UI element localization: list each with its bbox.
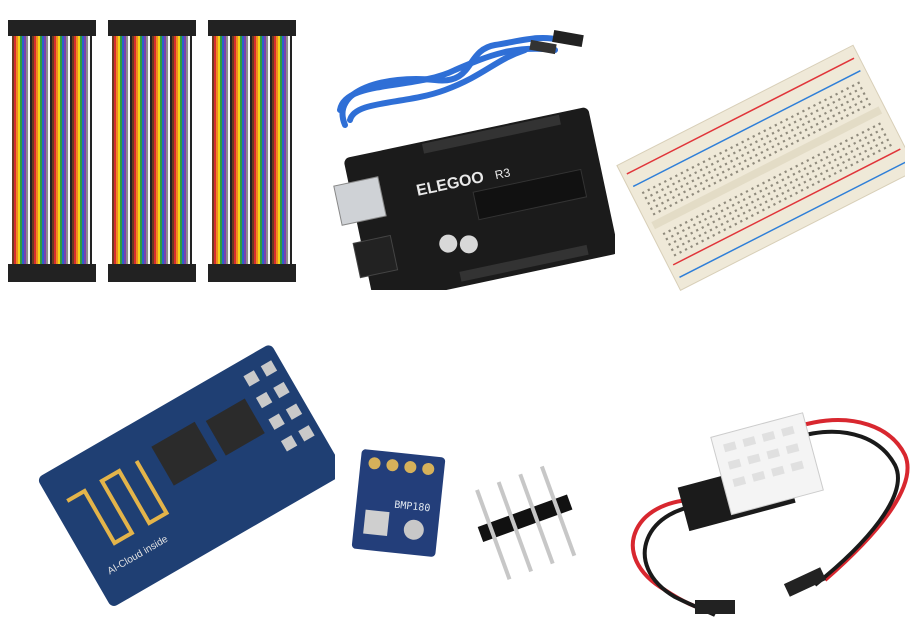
usb-cable xyxy=(337,34,563,128)
arduino-model-text: R3 xyxy=(494,165,512,182)
header-pin-strip xyxy=(470,465,585,585)
bmp180-label: BMP180 xyxy=(394,500,431,515)
arduino-uno-board: ELEGOO R3 xyxy=(325,20,615,290)
esp8266-wifi-module: AI-Cloud inside xyxy=(35,345,335,610)
breadboard xyxy=(615,20,905,300)
jumper-wire-bundles xyxy=(8,12,298,297)
dht22-sensor-module xyxy=(615,375,915,620)
bmp180-sensor-board: BMP180 xyxy=(348,448,448,568)
